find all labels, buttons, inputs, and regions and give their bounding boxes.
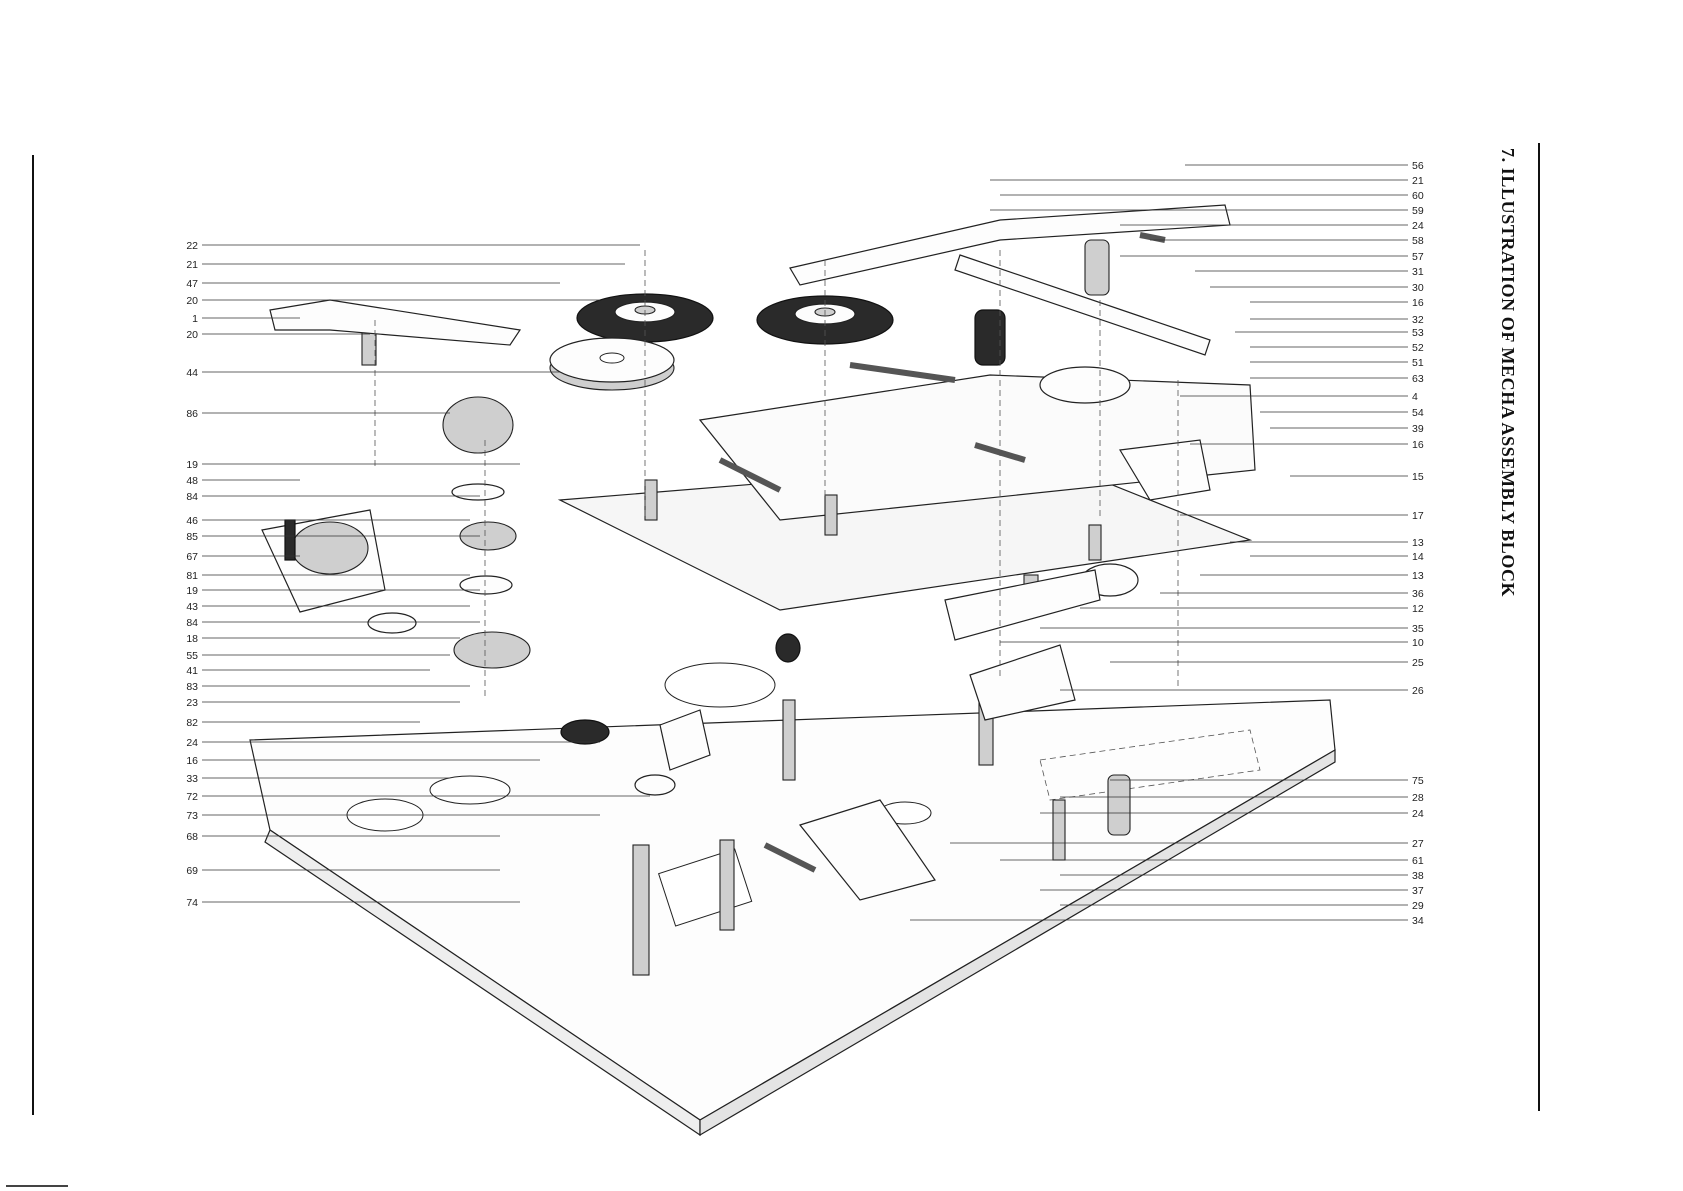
callout-label-left: 41 [186, 665, 198, 677]
callout-label-left: 68 [186, 831, 198, 843]
callout-label-left: 23 [186, 697, 198, 709]
callout-label-right: 13 [1412, 570, 1424, 582]
callout-label-right: 52 [1412, 342, 1424, 354]
callout-label-right: 14 [1412, 551, 1424, 563]
callout-label-right: 75 [1412, 775, 1424, 787]
callout-label-right: 59 [1412, 205, 1424, 217]
callout-label-right: 56 [1412, 160, 1424, 172]
idler-gear [550, 338, 674, 390]
callout-label-right: 39 [1412, 423, 1424, 435]
callout-label-left: 69 [186, 865, 198, 877]
callout-label-right: 28 [1412, 792, 1424, 804]
callout-label-right: 32 [1412, 314, 1424, 326]
callout-label-right: 35 [1412, 623, 1424, 635]
callout-label-right: 29 [1412, 900, 1424, 912]
callout-label-left: 81 [186, 570, 198, 582]
callout-label-right: 25 [1412, 657, 1424, 669]
callout-label-right: 51 [1412, 357, 1424, 369]
callout-label-left: 72 [186, 791, 198, 803]
callout-label-right: 63 [1412, 373, 1424, 385]
callout-label-left: 74 [186, 897, 198, 909]
callout-label-left: 16 [186, 755, 198, 767]
callout-label-right: 38 [1412, 870, 1424, 882]
callout-label-left: 46 [186, 515, 198, 527]
callout-label-right: 37 [1412, 885, 1424, 897]
callout-label-right: 16 [1412, 439, 1424, 451]
callout-label-left: 82 [186, 717, 198, 729]
callout-label-right: 57 [1412, 251, 1424, 263]
callout-label-left: 20 [186, 329, 198, 341]
callout-label-right: 10 [1412, 637, 1424, 649]
callout-label-right: 4 [1412, 391, 1418, 403]
tape-counter [262, 510, 416, 633]
callout-label-left: 24 [186, 737, 198, 749]
callout-label-left: 43 [186, 601, 198, 613]
callout-label-left: 44 [186, 367, 198, 379]
callout-label-right: 26 [1412, 685, 1424, 697]
callout-label-right: 53 [1412, 327, 1424, 339]
callout-label-right: 60 [1412, 190, 1424, 202]
callout-label-right: 24 [1412, 808, 1424, 820]
callout-label-left: 21 [186, 259, 198, 271]
callout-label-right: 34 [1412, 915, 1424, 927]
callout-label-left: 84 [186, 491, 198, 503]
callout-label-right: 58 [1412, 235, 1424, 247]
callout-label-left: 73 [186, 810, 198, 822]
callout-label-right: 15 [1412, 471, 1424, 483]
callout-label-left: 20 [186, 295, 198, 307]
callout-label-right: 16 [1412, 297, 1424, 309]
callout-label-left: 19 [186, 459, 198, 471]
callout-label-right: 21 [1412, 175, 1424, 187]
callout-label-left: 67 [186, 551, 198, 563]
callout-label-left: 47 [186, 278, 198, 290]
callout-label-left: 86 [186, 408, 198, 420]
callout-label-right: 24 [1412, 220, 1424, 232]
callout-label-right: 12 [1412, 603, 1424, 615]
callout-label-left: 85 [186, 531, 198, 543]
callout-label-left: 22 [186, 240, 198, 252]
callout-label-right: 36 [1412, 588, 1424, 600]
callout-label-right: 30 [1412, 282, 1424, 294]
callout-label-left: 19 [186, 585, 198, 597]
callout-label-right: 17 [1412, 510, 1424, 522]
callout-label-left: 83 [186, 681, 198, 693]
callout-label-right: 13 [1412, 537, 1424, 549]
callout-label-left: 33 [186, 773, 198, 785]
callout-label-left: 18 [186, 633, 198, 645]
callout-label-right: 61 [1412, 855, 1424, 867]
callout-label-left: 48 [186, 475, 198, 487]
callout-label-right: 27 [1412, 838, 1424, 850]
callout-label-right: 31 [1412, 266, 1424, 278]
callout-label-right: 54 [1412, 407, 1424, 419]
callout-label-left: 84 [186, 617, 198, 629]
callout-label-left: 55 [186, 650, 198, 662]
callout-label-left: 1 [192, 313, 198, 325]
